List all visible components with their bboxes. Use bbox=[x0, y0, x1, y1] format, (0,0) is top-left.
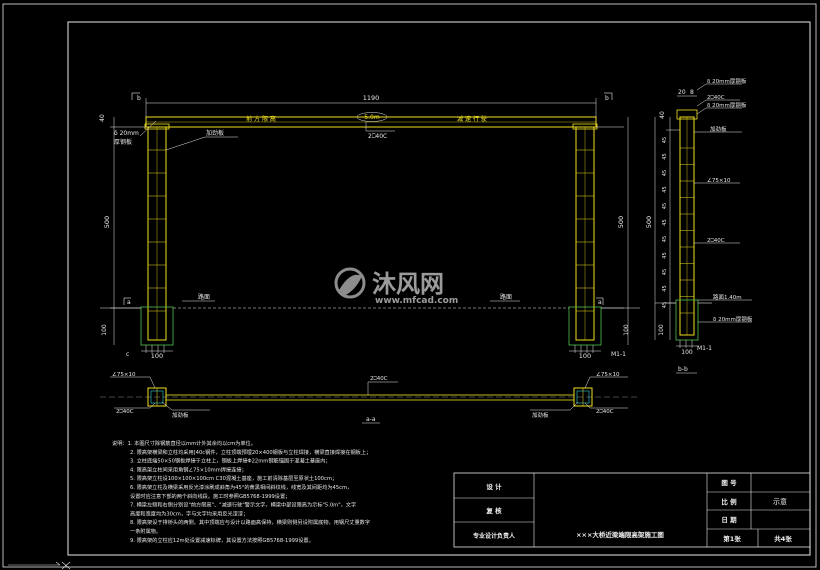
note-line: 一条附属物。 bbox=[130, 527, 161, 535]
side-seg-dim: 45 bbox=[662, 219, 668, 225]
right-foundation bbox=[568, 306, 602, 346]
watermark: 沐风网 www.mfcad.com bbox=[334, 267, 458, 306]
sec-mark-a-right: a bbox=[598, 299, 602, 306]
side-stiffener: 加劲板 bbox=[710, 125, 727, 133]
outer-frame bbox=[2, 3, 817, 568]
left-base-dim: 100 bbox=[101, 324, 108, 336]
left-foundation bbox=[140, 306, 174, 346]
side-channel-2: 2⎕40C bbox=[707, 238, 725, 244]
sign-limit: 5.0m bbox=[364, 114, 380, 121]
plan-title: a-a bbox=[366, 416, 376, 423]
note-line: 7. 横梁左侧和右侧分别设"前方限高"、"减速行驶"警示文字，横梁中部设限高为示… bbox=[130, 501, 356, 509]
title-block: 设 计 复 核 专业设计负责人 ×××大桥近梁端限高架施工图 图 号 比 例 示… bbox=[453, 472, 811, 548]
tb-design: 设 计 bbox=[486, 482, 502, 491]
tb-chief: 专业设计负责人 bbox=[473, 532, 516, 540]
top-thick-dim: 40 bbox=[99, 114, 106, 122]
note-line: 3. 立柱底端50×50钢板焊接于立柱上，钢板上焊接Φ22mm钢筋锚固于混凝土基… bbox=[130, 457, 331, 465]
m1-label: M1-1 bbox=[611, 351, 626, 358]
side-view: 20 8 500 40 100 100 45 45 45 45 45 45 45 45 45 45… bbox=[645, 77, 753, 374]
side-plate-top: δ 20mm厚钢板 bbox=[707, 77, 747, 85]
side-plate-mid: δ 20mm厚钢板 bbox=[707, 101, 747, 109]
tb-total: 共4张 bbox=[774, 534, 792, 543]
plan-stiffener-left: 加劲板 bbox=[172, 411, 189, 419]
stiffener-label: 加劲板 bbox=[206, 129, 224, 137]
side-seg-dim: 45 bbox=[662, 285, 668, 291]
side-seg-dim: 45 bbox=[662, 153, 668, 159]
sign-left: 前 方 限 高 bbox=[246, 115, 276, 123]
side-top: 40 bbox=[659, 111, 666, 119]
side-seg-dim: 45 bbox=[662, 269, 668, 275]
right-height-dim: 500 bbox=[617, 216, 625, 228]
right-foot-dim: 100 bbox=[579, 352, 591, 360]
tb-scale-label: 比 例 bbox=[721, 497, 737, 506]
plan-channel-right: 2⎕40C bbox=[596, 409, 614, 415]
inner-frame bbox=[67, 21, 811, 556]
note-line: 5. 限高架立柱设100×100×100cm C30混凝土基座，施工前清除基层至… bbox=[130, 474, 337, 482]
tb-scale-value: 示意 bbox=[773, 497, 787, 506]
side-w1: 20 bbox=[678, 89, 686, 96]
side-w2: 8 bbox=[690, 89, 694, 96]
plan-channel-left: 2⎕40C bbox=[116, 409, 134, 415]
plan-angle-right: ∠75×10 bbox=[596, 371, 620, 378]
plan-beam-label: 2⎕40C bbox=[370, 376, 388, 382]
beam-label: 2⎕40C bbox=[368, 133, 387, 140]
tb-fig-no: 图 号 bbox=[721, 478, 737, 487]
left-foot-dim: 100 bbox=[151, 352, 163, 360]
tb-date-label: 日 期 bbox=[721, 515, 737, 524]
note-line: 4. 限高架立柱间采用角钢∠75×10mm焊接连接； bbox=[130, 465, 247, 473]
mfcad-logo-icon bbox=[334, 267, 366, 299]
plan-beam bbox=[165, 394, 575, 401]
side-seg-dim: 45 bbox=[662, 186, 668, 192]
side-seg-dim: 45 bbox=[662, 170, 668, 176]
tb-drawing-title: ×××大桥近梁端限高架施工图 bbox=[576, 530, 664, 539]
side-angle: ∠75×10 bbox=[707, 177, 731, 184]
sec-mark-b-left: b bbox=[137, 95, 141, 102]
note-line: 高度和宽度均为30cm，字与文字均采用反光漆漆； bbox=[130, 509, 248, 517]
tb-review: 复 核 bbox=[485, 506, 502, 515]
span-dim: 1190 bbox=[363, 94, 380, 102]
side-seg-dim: 45 bbox=[662, 252, 668, 258]
watermark-url: www.mfcad.com bbox=[375, 296, 458, 306]
side-base: 100 bbox=[658, 324, 665, 336]
side-seg-dim: 45 bbox=[662, 137, 668, 143]
road-right: 路面 bbox=[500, 293, 512, 301]
note-line: 6. 限高架立柱及横梁采用反光漆涂刷成斜角为45°的黄黑相间斜纹线，线宽及其间距… bbox=[130, 483, 352, 491]
note-line: 2. 限高架横梁和立柱均采用[40c钢件，立柱顶端预埋20×400钢板与立柱焊接… bbox=[130, 448, 371, 456]
side-seg-dim: 45 bbox=[662, 203, 668, 209]
side-plate-bot: δ 20mm厚钢板 bbox=[713, 315, 753, 323]
watermark-cn: 沐风网 bbox=[372, 270, 444, 298]
plate-label-1: δ 20mm bbox=[114, 130, 139, 137]
side-road: 路面1.40m bbox=[713, 293, 742, 301]
road-left: 路面 bbox=[198, 293, 210, 301]
plan-angle-left: ∠75×10 bbox=[112, 371, 136, 378]
side-title: b-b bbox=[678, 366, 688, 373]
plan-stiffener-right: 加劲板 bbox=[532, 411, 549, 419]
side-height: 500 bbox=[645, 216, 653, 228]
left-height-dim: 500 bbox=[103, 216, 111, 228]
sign-right: 减 速 行 驶 bbox=[457, 115, 487, 123]
sec-mark-b-right: b bbox=[605, 95, 609, 102]
sec-mark-c-left: c bbox=[126, 351, 129, 358]
notes: 说明：1. 本图尺寸除钢筋直径以mm计外其余均以cm为单位。2. 限高架横梁和立… bbox=[112, 439, 371, 544]
tb-sheet: 第1张 bbox=[723, 534, 741, 543]
side-foot: 100 bbox=[681, 349, 693, 356]
plate-label-2: 厚钢板 bbox=[114, 138, 132, 146]
sec-mark-a-left: a bbox=[127, 299, 131, 306]
side-channel: 2⎕40C bbox=[707, 95, 725, 101]
side-m1: M1-1 bbox=[697, 345, 712, 352]
side-seg-dim: 45 bbox=[662, 236, 668, 242]
note-line: 设置时应注意下部的两个斜向线段。施工时参照GB5768-1999设置； bbox=[130, 492, 290, 500]
ucs-axis-icon bbox=[8, 561, 71, 570]
note-line: 说明：1. 本图尺寸除钢筋直径以mm计外其余均以cm为单位。 bbox=[112, 439, 256, 447]
note-line: 9. 限高架的立柱应12m处设置减速标牌，其设置方法按照GB5768-1999设… bbox=[130, 536, 314, 544]
note-line: 8. 限高架设于排桥头的两侧，其中顶端应与设计以路面高保持，横梁则侧另设附属底物… bbox=[130, 518, 370, 526]
right-base-dim: 100 bbox=[623, 324, 630, 336]
side-seg-dim: 45 bbox=[662, 302, 668, 308]
plan-view: ∠75×10 2⎕40C 加劲板 2⎕40C 加劲板 ∠75×10 2⎕40C … bbox=[100, 371, 640, 424]
front-elevation: 1190 500 500 40 100 100 100 100 前 方 限 高 … bbox=[99, 92, 640, 360]
